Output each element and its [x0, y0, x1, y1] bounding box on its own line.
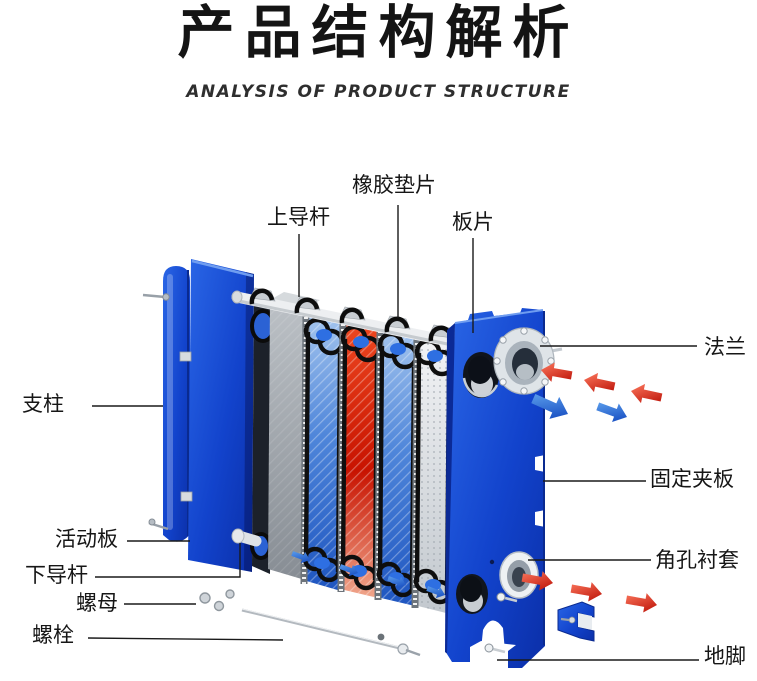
label-flange: 法兰	[704, 335, 746, 359]
lower-guide-rod-graphic	[231, 528, 262, 547]
page-subtitle: ANALYSIS OF PRODUCT STRUCTURE	[186, 82, 571, 102]
small-screw-top	[142, 293, 170, 301]
rear-gasket-plate	[250, 293, 276, 574]
bolt-graphic	[241, 608, 421, 657]
label-fixed-clamp-plate: 固定夹板	[650, 467, 734, 491]
plate-red	[337, 316, 382, 598]
label-rubber-gasket: 橡胶垫片	[352, 173, 436, 197]
upper-guide-rod-graphic	[231, 290, 468, 350]
label-upper-guide-rod: 上导杆	[267, 205, 330, 229]
label-lower-guide-rod: 下导杆	[25, 563, 88, 587]
page-title: 产品结构解析	[177, 0, 580, 66]
plate-blue-1	[300, 309, 345, 591]
rod-clips	[249, 287, 455, 342]
fixed-clamp-plate-graphic	[445, 308, 545, 668]
movable-plate-graphic	[179, 259, 254, 572]
foot-bracket-graphic	[557, 601, 595, 642]
label-movable-plate: 活动板	[55, 527, 118, 551]
label-foot: 地脚	[704, 644, 746, 668]
label-bolt: 螺栓	[32, 623, 74, 647]
plate-blue-2	[374, 323, 419, 606]
label-corner-hole-bushing: 角孔衬套	[655, 548, 739, 572]
label-nut: 螺母	[76, 591, 118, 615]
leader-lines	[87, 205, 699, 661]
label-plate: 板片	[452, 210, 494, 234]
label-support-column: 支柱	[22, 392, 64, 416]
plate-white	[411, 330, 456, 614]
plate-pack-block	[268, 292, 320, 580]
nuts-graphic	[199, 589, 235, 612]
flange-graphic	[493, 327, 563, 395]
small-screw-bottom	[148, 518, 169, 531]
